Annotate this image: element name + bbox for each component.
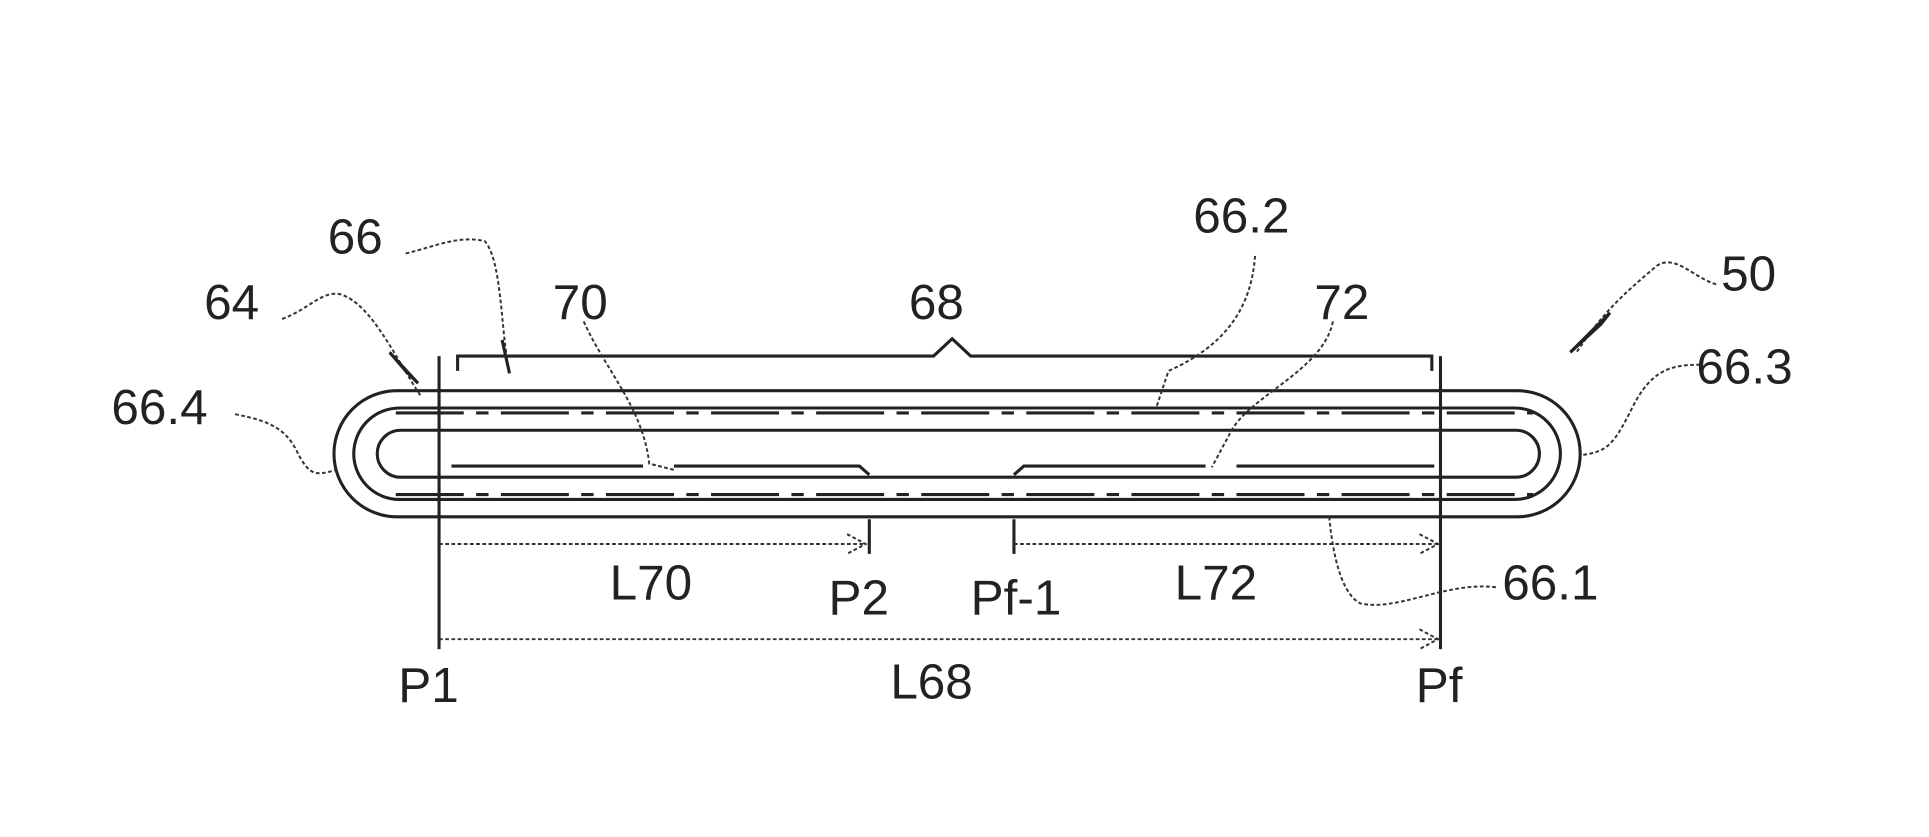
zone-lines bbox=[451, 464, 1435, 476]
arrow-L72 bbox=[1013, 533, 1441, 555]
label-L70: L70 bbox=[610, 556, 692, 611]
label-72: 72 bbox=[1314, 275, 1369, 330]
outer-wall bbox=[332, 389, 1582, 519]
label-66: 66 bbox=[328, 209, 383, 264]
arrowhead-64 bbox=[388, 351, 420, 385]
label-Pf-1: Pf-1 bbox=[971, 570, 1062, 625]
label-Pf: Pf bbox=[1416, 658, 1463, 713]
label-68: 68 bbox=[909, 275, 964, 330]
tube-body bbox=[332, 389, 1582, 519]
dimension-lines bbox=[437, 356, 1443, 650]
label-70: 70 bbox=[553, 275, 608, 330]
second-wall bbox=[352, 406, 1562, 502]
label-L68: L68 bbox=[890, 655, 972, 710]
reference-labels: 64 66 70 68 66.2 72 50 66.3 66.4 L70 P2 … bbox=[111, 188, 1792, 713]
arrow-L68 bbox=[439, 628, 1441, 650]
label-66-4: 66.4 bbox=[111, 380, 207, 435]
leader-lines bbox=[234, 238, 1717, 606]
inner-channel bbox=[375, 428, 1541, 479]
label-66-2: 66.2 bbox=[1193, 188, 1289, 243]
label-50: 50 bbox=[1721, 247, 1776, 302]
brace-68 bbox=[456, 336, 1434, 371]
arrowhead-66 bbox=[500, 339, 512, 374]
arrowhead-50 bbox=[1569, 311, 1612, 354]
label-66-3: 66.3 bbox=[1696, 339, 1792, 394]
arrow-L70 bbox=[439, 533, 868, 555]
label-P1: P1 bbox=[398, 658, 458, 713]
label-66-1: 66.1 bbox=[1502, 556, 1598, 611]
label-L72: L72 bbox=[1175, 556, 1257, 611]
label-64: 64 bbox=[204, 275, 259, 330]
label-P2: P2 bbox=[829, 570, 889, 625]
